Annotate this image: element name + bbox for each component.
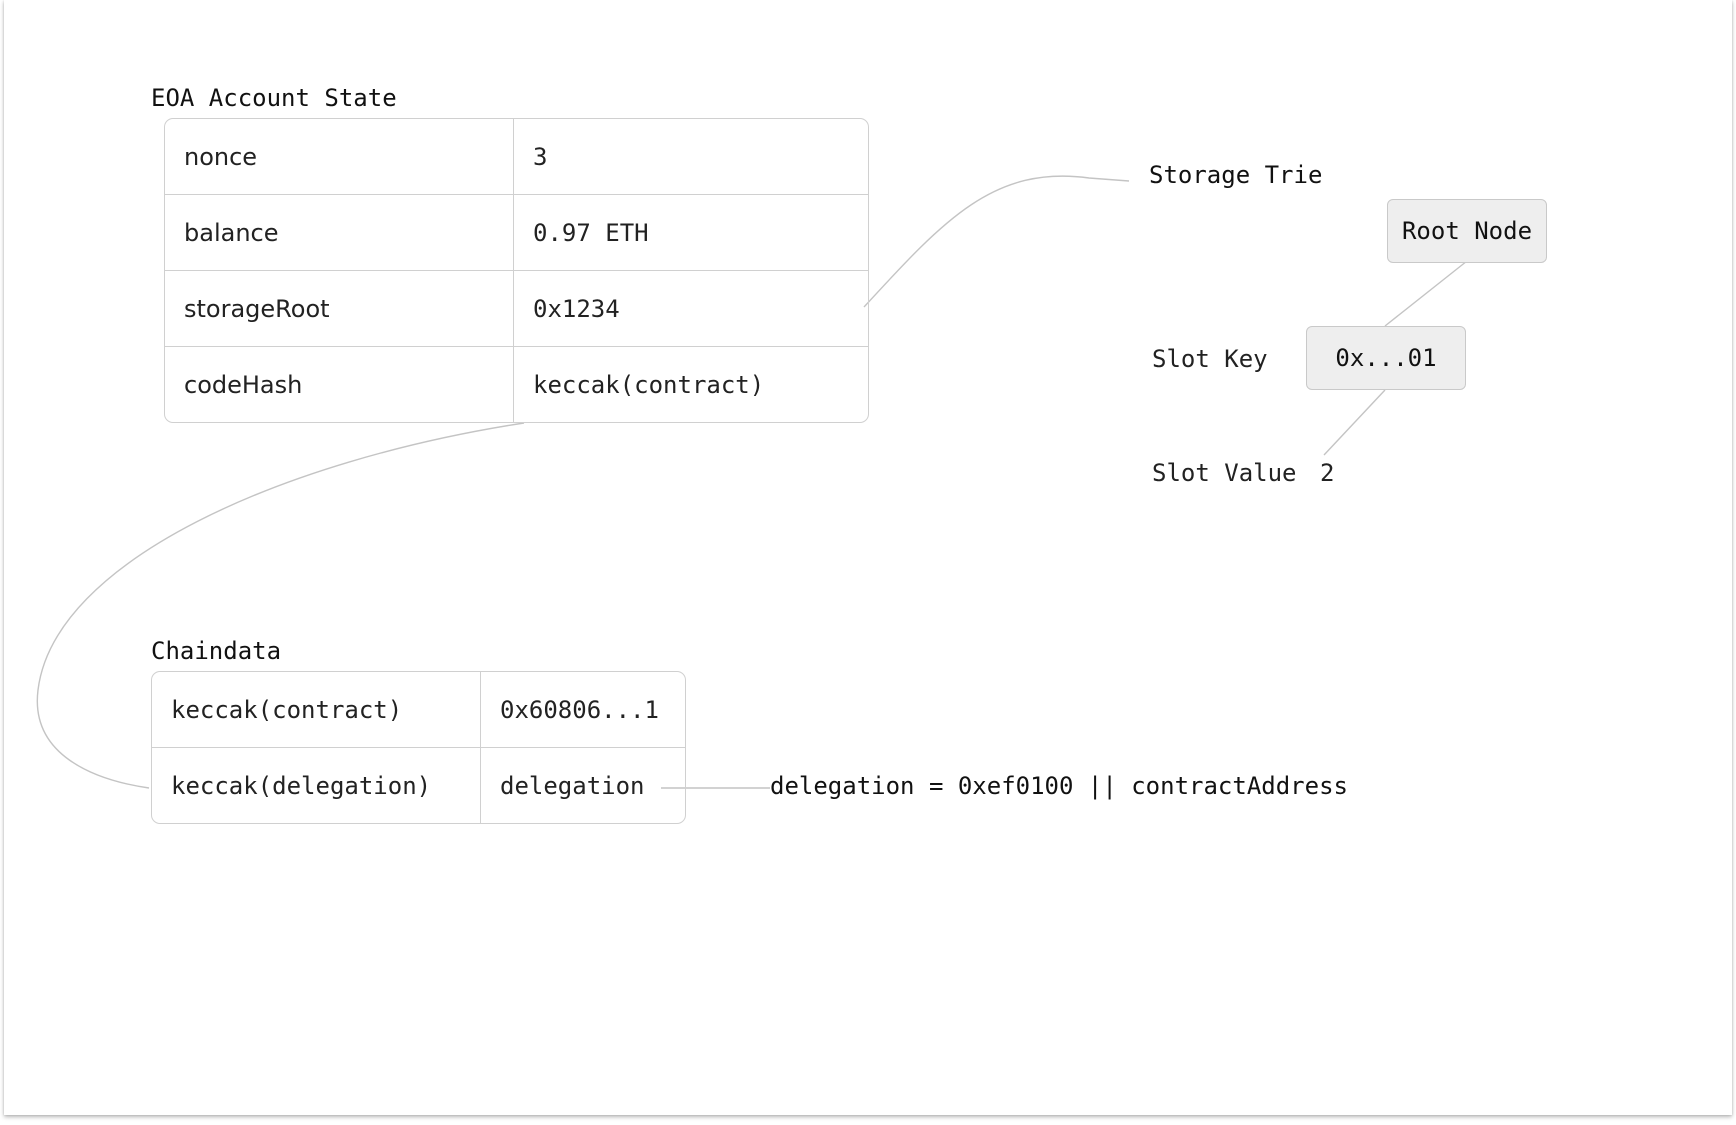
slot-key-to-slot-value-edge [1323, 389, 1386, 456]
slot-key-node: 0x...01 [1306, 326, 1466, 390]
chaindata-table: keccak(contract) 0x60806...1 keccak(dele… [151, 671, 686, 824]
account-state-title: EOA Account State [151, 84, 397, 112]
account-key-code-hash: codeHash [165, 347, 514, 422]
account-key-balance: balance [165, 195, 514, 271]
storage-root-connector [863, 175, 1130, 308]
table-row: nonce 3 [165, 119, 868, 195]
account-value-storage-root: 0x1234 [514, 271, 868, 347]
root-to-slot-key-edge [1384, 260, 1468, 327]
codehash-connector [36, 422, 525, 789]
table-row: balance 0.97 ETH [165, 195, 868, 271]
storage-trie-title: Storage Trie [1149, 161, 1323, 189]
chaindata-key-contract: keccak(contract) [152, 672, 481, 748]
table-row: storageRoot 0x1234 [165, 271, 868, 347]
account-key-storage-root: storageRoot [165, 271, 514, 347]
account-value-code-hash: keccak(contract) [533, 370, 765, 399]
account-value-nonce: 3 [514, 119, 868, 195]
slot-value-label: Slot Value [1152, 459, 1297, 487]
diagram-card: EOA Account State nonce 3 balance 0.97 E… [4, 0, 1732, 1115]
table-row: keccak(delegation) delegation [152, 748, 685, 823]
table-row: codeHash keccak(contract) [165, 347, 868, 422]
account-state-table: nonce 3 balance 0.97 ETH storageRoot 0x1… [164, 118, 869, 423]
delegation-note: delegation = 0xef0100 || contractAddress [770, 772, 1348, 800]
table-row: keccak(contract) 0x60806...1 [152, 672, 685, 748]
slot-value: 2 [1320, 459, 1335, 487]
chaindata-title: Chaindata [151, 637, 282, 665]
account-value-balance: 0.97 ETH [514, 195, 868, 271]
chaindata-value-delegation: delegation [500, 771, 645, 800]
chaindata-key-delegation: keccak(delegation) [152, 748, 481, 823]
account-key-nonce: nonce [165, 119, 514, 195]
chaindata-value-contract: 0x60806...1 [481, 672, 685, 748]
slot-key-label: Slot Key [1152, 345, 1268, 373]
connector-lines [36, 175, 1468, 789]
root-node: Root Node [1387, 199, 1547, 263]
